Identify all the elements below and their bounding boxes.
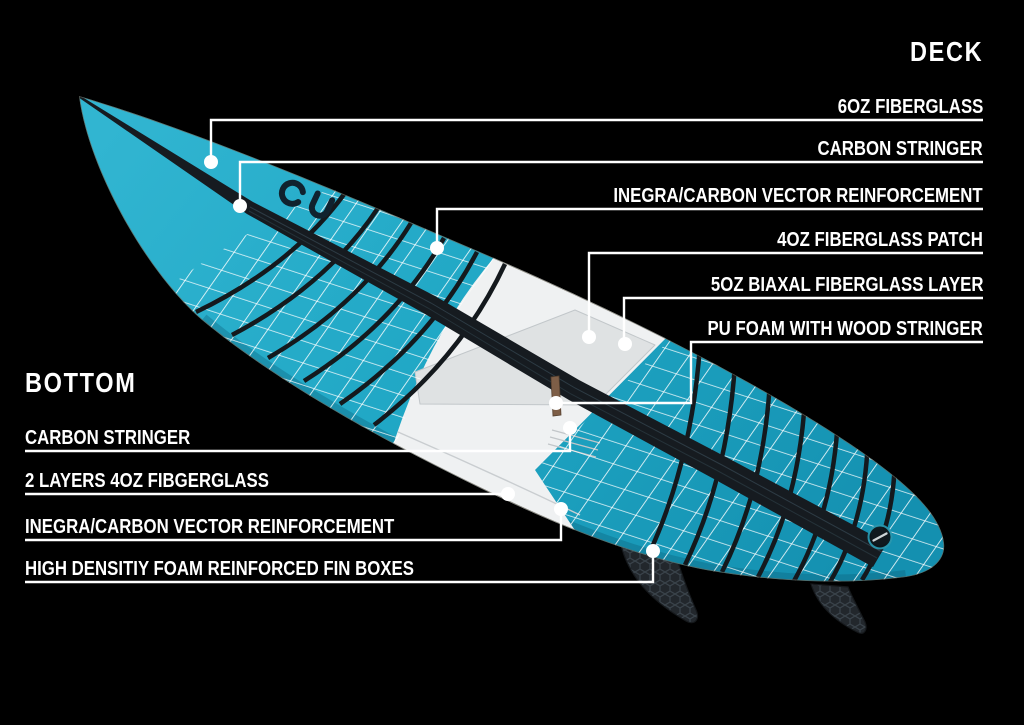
- bottom-title: BOTTOM: [25, 369, 158, 397]
- callout-line-deck-carbon-stringer: [238, 160, 983, 205]
- label-fin-boxes: HIGH DENSITIY FOAM REINFORCED FIN BOXES: [25, 558, 414, 580]
- contour-stripes-mid: [195, 191, 508, 427]
- callout-line-fin-boxes: [25, 552, 655, 584]
- callout-line-bottom-carbon-stringer: [25, 429, 572, 453]
- fin-front: [620, 544, 698, 624]
- label-bottom-inegra: INEGRA/CARBON VECTOR REINFORCEMENT: [25, 516, 395, 538]
- surfboard-body: [79, 96, 945, 582]
- bottom-callout-lines: [25, 429, 655, 584]
- label-2-layers-4oz: 2 LAYERS 4OZ FIBGERGLASS: [25, 470, 269, 492]
- callout-dot-bottom-carbon-stringer: [563, 421, 577, 435]
- callout-line-5oz-biaxal: [622, 296, 983, 343]
- label-6oz-fiberglass: 6OZ FIBERGLASS: [837, 96, 983, 118]
- callout-dot-2-layers: [501, 487, 515, 501]
- label-bottom-carbon-stringer: CARBON STRINGER: [25, 427, 191, 449]
- callout-line-bottom-inegra: [25, 510, 563, 542]
- callout-line-pu-foam: [557, 340, 983, 405]
- callout-dots: [204, 155, 660, 558]
- callout-dot-fin-boxes: [646, 544, 660, 558]
- surfboard-fins: [620, 544, 867, 634]
- label-pu-foam: PU FOAM WITH WOOD STRINGER: [707, 318, 983, 340]
- callout-dot-5oz-biaxal: [618, 337, 632, 351]
- bottom-title-text: BOTTOM: [25, 367, 137, 398]
- fin-rear: [810, 583, 867, 634]
- brand-logo: [278, 179, 336, 219]
- callout-line-6oz-fiberglass: [209, 118, 983, 161]
- label-5oz-biaxal: 5OZ BIAXAL FIBERGLASS LAYER: [710, 274, 983, 296]
- callout-line-deck-inegra: [435, 207, 983, 247]
- deck-callout-lines: [209, 118, 983, 405]
- deck-title: DECK: [896, 38, 983, 66]
- callout-dot-bottom-inegra: [554, 502, 568, 516]
- label-deck-carbon-stringer: CARBON STRINGER: [817, 138, 983, 160]
- callout-dot-pu-foam: [549, 396, 563, 410]
- callout-dot-deck-carbon-stringer: [233, 199, 247, 213]
- deck-title-text: DECK: [909, 36, 983, 67]
- leash-plug: [867, 524, 893, 550]
- callout-dot-deck-inegra: [430, 241, 444, 255]
- callout-dot-6oz-fiberglass: [204, 155, 218, 169]
- carbon-stringer-band: [79, 96, 887, 567]
- callout-line-4oz-patch: [587, 251, 983, 336]
- label-4oz-patch: 4OZ FIBERGLASS PATCH: [777, 229, 983, 251]
- callout-dot-4oz-patch: [582, 330, 596, 344]
- label-deck-inegra: INEGRA/CARBON VECTOR REINFORCEMENT: [613, 185, 983, 207]
